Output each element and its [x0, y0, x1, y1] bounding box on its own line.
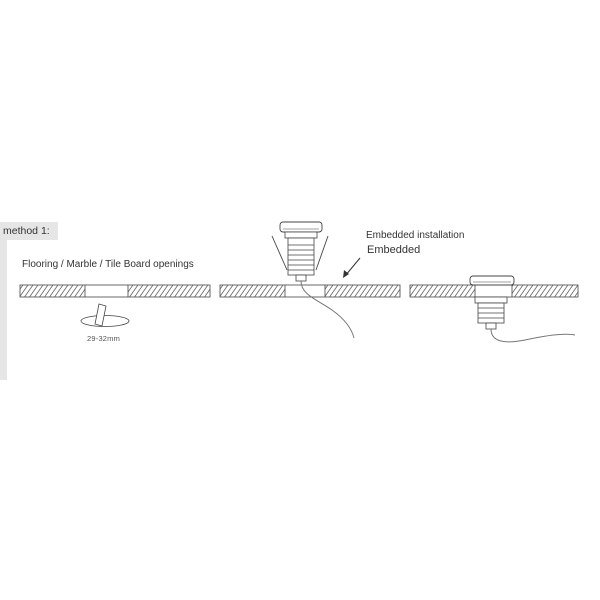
hole-dimension-label: 29-32mm: [87, 334, 121, 343]
step1-board: [19, 284, 211, 298]
drill-bit-icon: [80, 303, 130, 327]
light-fixture-icon: [271, 221, 355, 339]
callout-title: Embedded installation: [366, 230, 465, 241]
step3-board: [409, 284, 579, 298]
arrow-icon: [343, 257, 361, 278]
side-accent-bar: [0, 222, 7, 380]
method-label: method 1:: [0, 222, 58, 240]
installed-fixture-icon: [469, 275, 576, 343]
step2-board: [219, 284, 401, 298]
step-caption: Flooring / Marble / Tile Board openings: [22, 259, 194, 270]
callout-subtitle: Embedded: [367, 244, 421, 256]
